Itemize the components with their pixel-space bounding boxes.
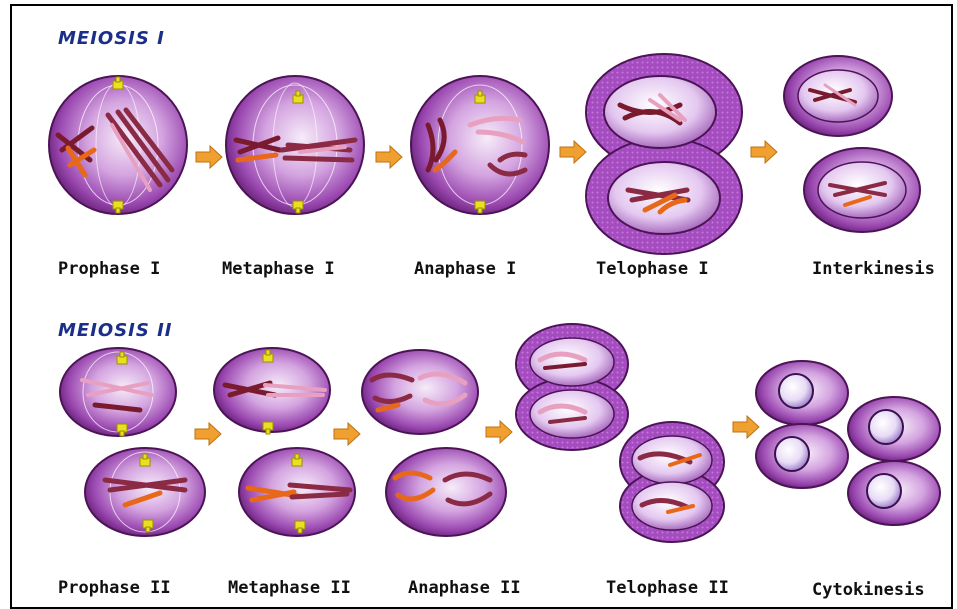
label-anaphase-2: Anaphase II [408,578,521,598]
label-telophase-2: Telophase II [606,578,729,598]
prophase-1-cell [49,76,187,214]
label-telophase-1: Telophase I [596,259,709,279]
arrow-6 [334,423,360,445]
label-cytokinesis: Cytokinesis [812,580,925,600]
interkinesis-cells [784,56,920,232]
label-anaphase-1: Anaphase I [414,259,516,279]
label-metaphase-1: Metaphase I [222,259,335,279]
metaphase-2-cells [214,348,355,536]
cytokinesis-cells [756,361,940,525]
anaphase-1-cell [411,76,549,214]
arrow-7 [486,421,512,443]
telophase-1-cell [586,54,742,254]
prophase-2-cells [60,348,205,536]
arrow-3 [560,141,586,163]
telophase-2-cells [516,324,724,542]
label-prophase-1: Prophase I [58,259,160,279]
arrow-8 [733,416,759,438]
metaphase-1-cell [226,76,364,214]
label-prophase-2: Prophase II [58,578,171,598]
label-metaphase-2: Metaphase II [228,578,351,598]
anaphase-2-cells [362,350,506,536]
arrow-1 [196,146,222,168]
arrow-2 [376,146,402,168]
arrow-4 [751,141,777,163]
label-interkinesis: Interkinesis [812,259,935,279]
arrow-5 [195,423,221,445]
